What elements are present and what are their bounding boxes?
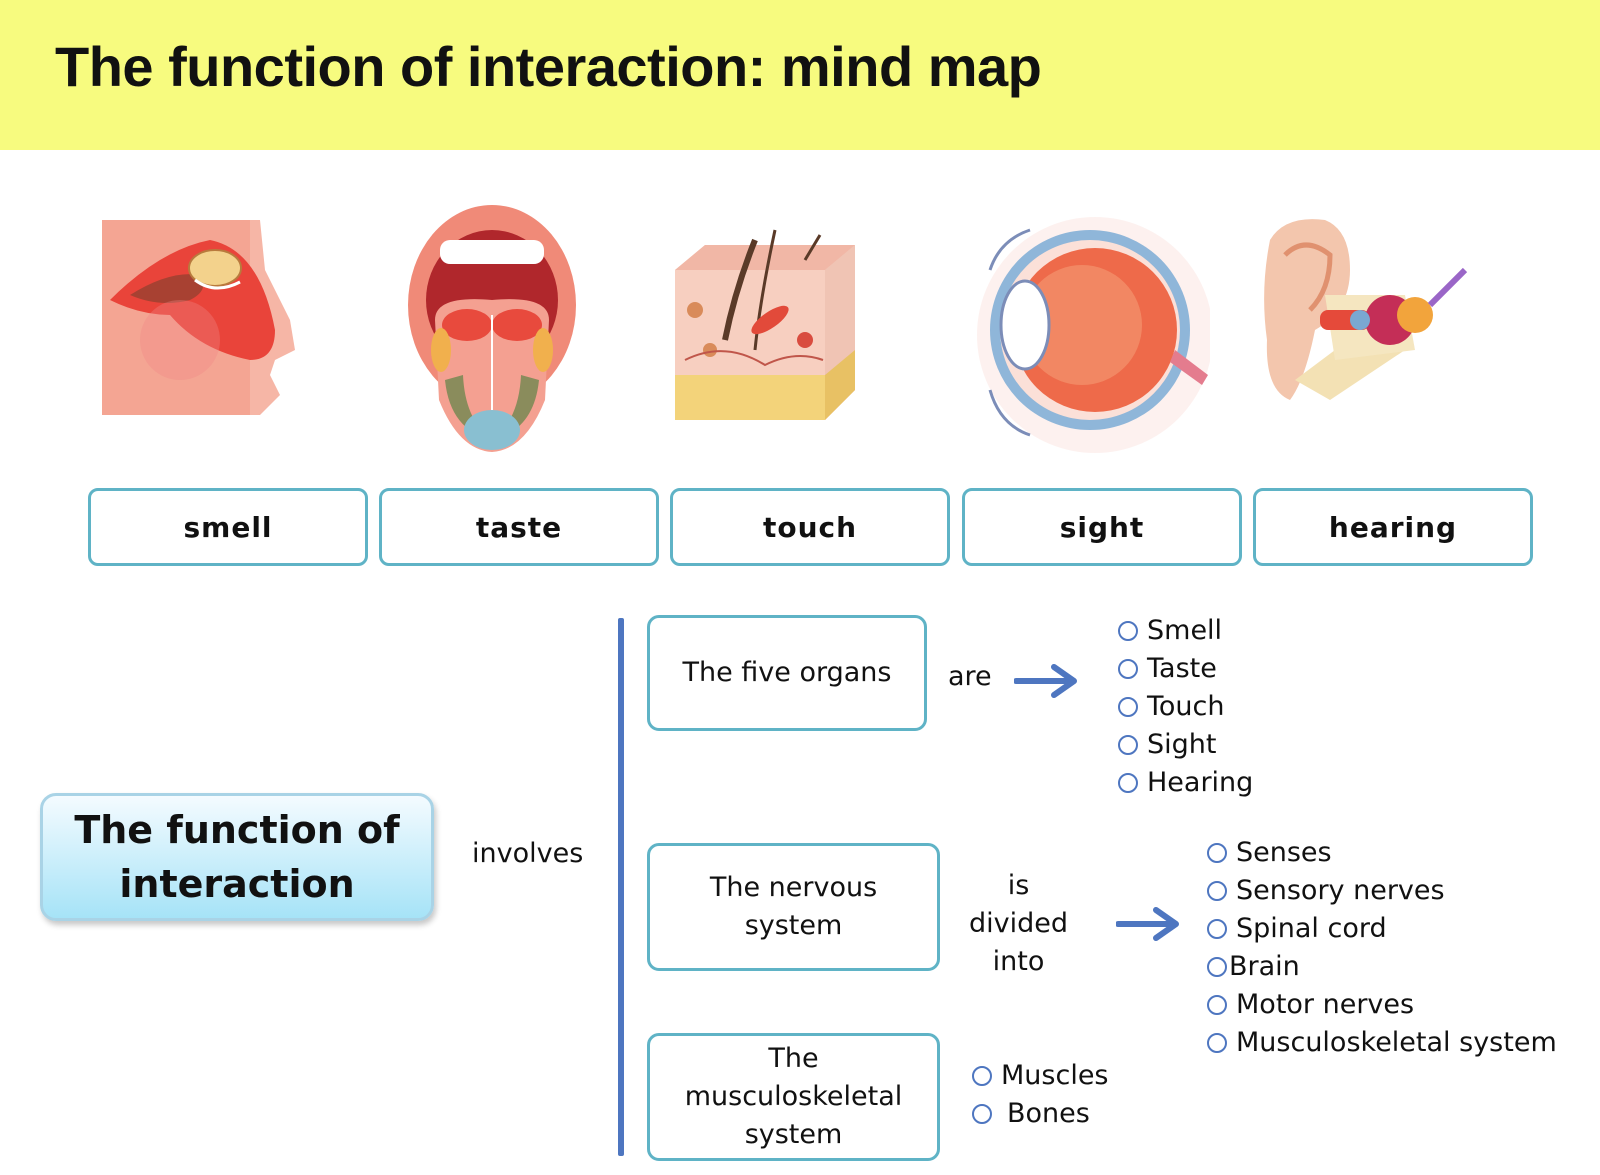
branch-line xyxy=(618,618,624,1156)
circle-bullet-icon xyxy=(972,1066,992,1086)
list-item: Hearing xyxy=(1118,764,1253,802)
circle-bullet-icon xyxy=(1207,881,1227,901)
nervous-system-list: Senses Sensory nerves Spinal cord Brain … xyxy=(1207,834,1557,1062)
five-organs-list: Smell Taste Touch Sight Hearing xyxy=(1118,612,1253,802)
sense-button-hearing[interactable]: hearing xyxy=(1253,488,1533,566)
circle-bullet-icon xyxy=(1118,697,1138,717)
circle-bullet-icon xyxy=(1207,1033,1227,1053)
circle-bullet-icon xyxy=(972,1104,992,1124)
musculoskeletal-node: The musculoskeletal system xyxy=(647,1033,940,1161)
arrow-icon xyxy=(1116,907,1179,941)
list-item: Brain xyxy=(1207,948,1557,986)
circle-bullet-icon xyxy=(1207,919,1227,939)
sense-button-taste[interactable]: taste xyxy=(379,488,659,566)
list-item: Bones xyxy=(972,1095,1109,1133)
circle-bullet-icon xyxy=(1118,659,1138,679)
skin-icon xyxy=(675,229,855,420)
sense-button-touch[interactable]: touch xyxy=(670,488,950,566)
list-item: Musculoskeletal system xyxy=(1207,1024,1557,1062)
list-item: Sight xyxy=(1118,726,1253,764)
list-item: Smell xyxy=(1118,612,1253,650)
central-node: The function of interaction xyxy=(40,793,434,921)
list-item: Taste xyxy=(1118,650,1253,688)
sense-button-sight[interactable]: sight xyxy=(962,488,1242,566)
list-item: Sensory nerves xyxy=(1207,872,1557,910)
ear-icon xyxy=(1264,219,1468,400)
circle-bullet-icon xyxy=(1118,621,1138,641)
circle-bullet-icon xyxy=(1118,773,1138,793)
list-item: Senses xyxy=(1207,834,1557,872)
nervous-system-node: The nervous system xyxy=(647,843,940,971)
eye-icon xyxy=(977,217,1210,453)
tongue-icon xyxy=(408,205,576,452)
musculoskeletal-list: Muscles Bones xyxy=(972,1057,1109,1133)
list-item: Touch xyxy=(1118,688,1253,726)
sense-button-smell[interactable]: smell xyxy=(88,488,368,566)
arrow-icon xyxy=(1014,664,1077,698)
circle-bullet-icon xyxy=(1207,995,1227,1015)
circle-bullet-icon xyxy=(1118,735,1138,755)
list-item: Muscles xyxy=(972,1057,1109,1095)
page-title: The function of interaction: mind map xyxy=(55,35,1042,98)
involves-label: involves xyxy=(472,838,584,869)
list-item: Spinal cord xyxy=(1207,910,1557,948)
circle-bullet-icon xyxy=(1207,957,1227,977)
divided-into-label: is divided into xyxy=(968,870,1068,977)
title-banner xyxy=(0,0,1600,150)
list-item: Motor nerves xyxy=(1207,986,1557,1024)
five-organs-node: The five organs xyxy=(647,615,927,731)
nose-icon xyxy=(102,220,295,415)
are-label: are xyxy=(948,661,992,692)
circle-bullet-icon xyxy=(1207,843,1227,863)
